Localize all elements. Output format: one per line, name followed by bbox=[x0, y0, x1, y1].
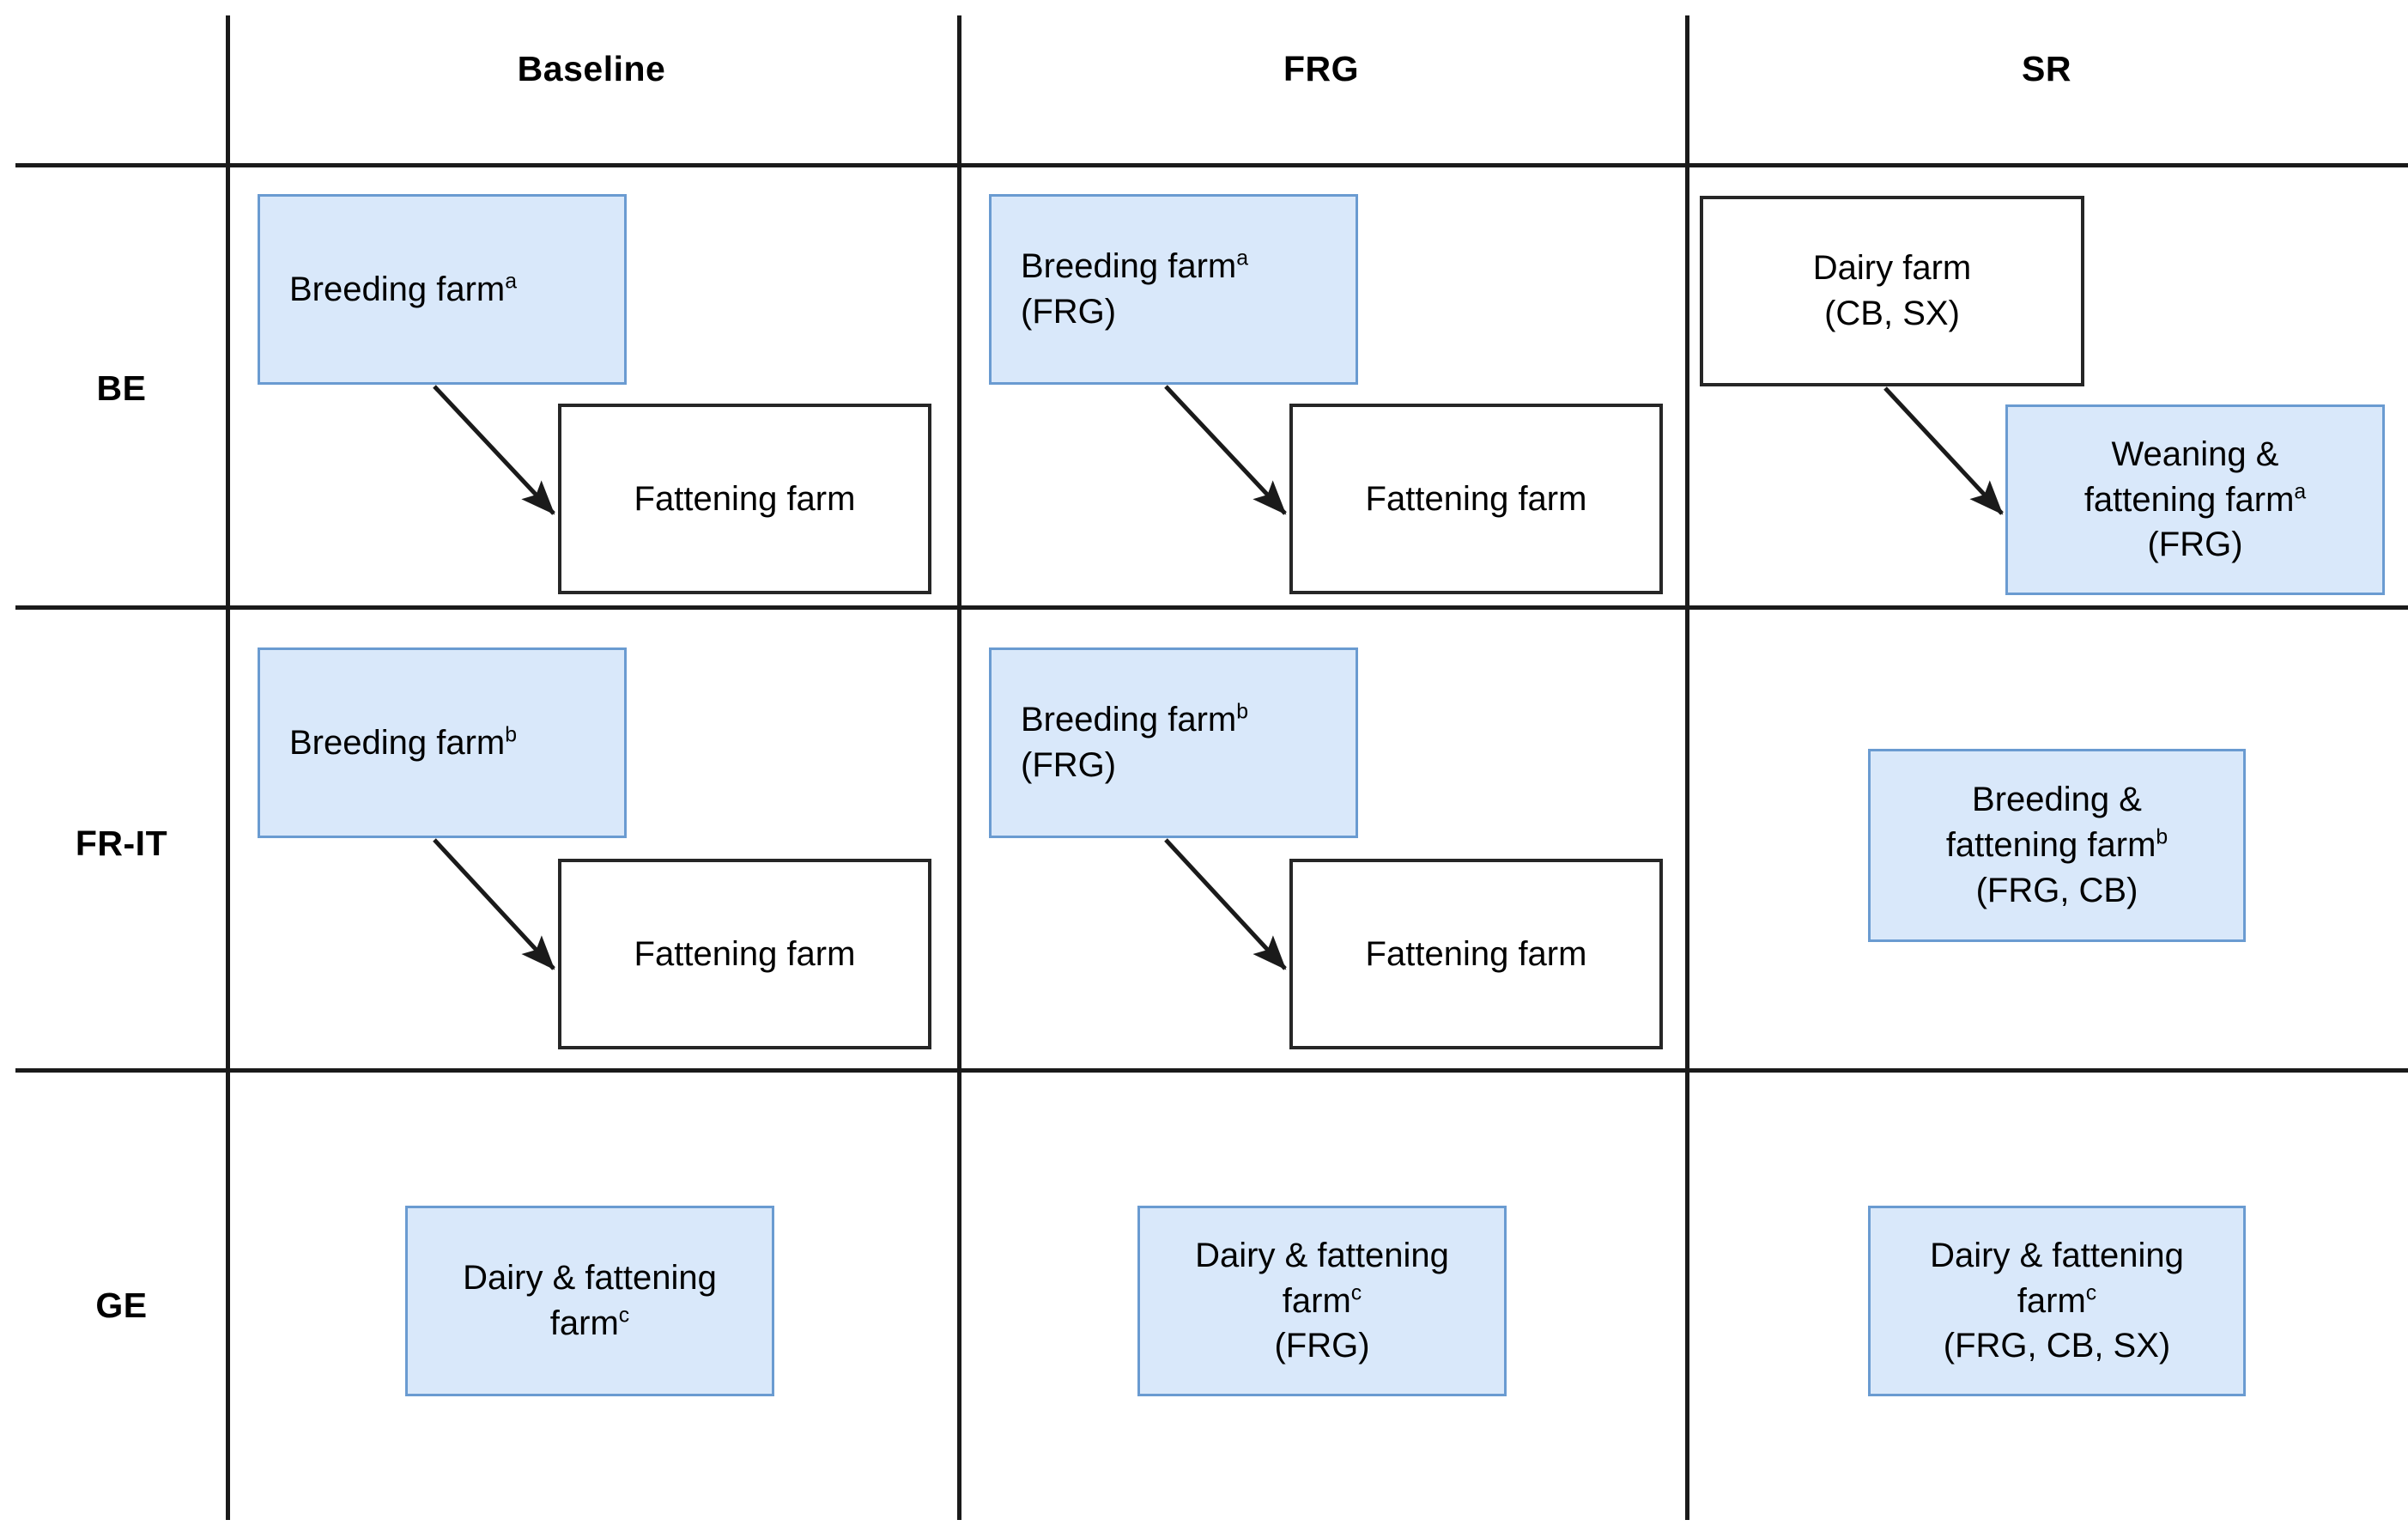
node-label-line: Breeding farm bbox=[1021, 701, 1237, 739]
node-label-line: (FRG) bbox=[1021, 746, 1117, 784]
node-label-line: Breeding farm bbox=[289, 723, 506, 762]
node-label-line: (FRG) bbox=[2147, 526, 2243, 564]
footnote-marker: c bbox=[1350, 1281, 1362, 1305]
grid-vertical-rule-1 bbox=[226, 15, 230, 1520]
node-be-frg-breeding-farm: Breeding farma (FRG) bbox=[989, 194, 1358, 385]
footnote-marker: a bbox=[505, 270, 518, 294]
node-be-baseline-breeding-farm: Breeding farma bbox=[258, 194, 627, 385]
node-label-line: Fattening farm bbox=[1365, 934, 1587, 973]
column-header-frg: FRG bbox=[1283, 49, 1360, 88]
row-header-ge: GE bbox=[95, 1286, 148, 1325]
node-be-baseline-fattening-farm: Fattening farm bbox=[558, 404, 931, 594]
node-label-line: Breeding farm bbox=[289, 270, 506, 308]
grid-vertical-rule-2 bbox=[957, 15, 961, 1520]
node-label-line: Dairy farm bbox=[1812, 249, 1972, 288]
footnote-marker: b bbox=[2156, 825, 2168, 849]
node-label-line: Fattening farm bbox=[1365, 479, 1587, 518]
node-ge-baseline-dairy-fattening-farm: Dairy & fattening farmc bbox=[405, 1206, 774, 1396]
node-label-line: (FRG) bbox=[1021, 293, 1117, 331]
node-label-line: (FRG) bbox=[1274, 1327, 1370, 1365]
footnote-marker: b bbox=[505, 723, 518, 747]
node-be-frg-fattening-farm: Fattening farm bbox=[1289, 404, 1663, 594]
grid-horizontal-rule-header bbox=[15, 163, 2408, 167]
footnote-marker: b bbox=[1236, 700, 1249, 724]
footnote-marker: a bbox=[1236, 246, 1249, 271]
node-label-line: (FRG, CB) bbox=[1975, 871, 2138, 909]
node-label-line: fattening farm bbox=[2083, 480, 2295, 519]
footnote-marker: c bbox=[618, 1304, 630, 1328]
node-label-line: Dairy & fattening bbox=[463, 1259, 717, 1298]
node-label-line: farm bbox=[2017, 1281, 2086, 1320]
node-ge-frg-dairy-fattening-farm: Dairy & fattening farmc (FRG) bbox=[1137, 1206, 1507, 1396]
node-label-line: (FRG, CB, SX) bbox=[1943, 1327, 2171, 1365]
node-frit-sr-breeding-fattening-farm: Breeding & fattening farmb (FRG, CB) bbox=[1868, 749, 2246, 942]
grid-horizontal-rule-frit-ge bbox=[15, 1068, 2408, 1073]
node-label-line: Fattening farm bbox=[634, 934, 856, 973]
node-frit-baseline-breeding-farm: Breeding farmb bbox=[258, 647, 627, 838]
node-frit-frg-breeding-farm: Breeding farmb (FRG) bbox=[989, 647, 1358, 838]
node-ge-sr-dairy-fattening-farm: Dairy & fattening farmc (FRG, CB, SX) bbox=[1868, 1206, 2246, 1396]
node-label-line: Dairy & fattening bbox=[1930, 1236, 2184, 1274]
node-label-line: farm bbox=[1282, 1281, 1351, 1320]
node-label-line: Weaning & bbox=[2111, 435, 2279, 473]
node-label-line: Dairy & fattening bbox=[1195, 1236, 1449, 1274]
row-header-be: BE bbox=[96, 368, 147, 408]
grid-horizontal-rule-be-frit bbox=[15, 605, 2408, 610]
footnote-marker: a bbox=[2294, 480, 2307, 504]
node-label-line: Breeding farm bbox=[1021, 247, 1237, 286]
node-be-sr-weaning-fattening-farm: Weaning & fattening farma (FRG) bbox=[2005, 404, 2385, 595]
node-label-line: Breeding & bbox=[1972, 781, 2142, 819]
node-frit-baseline-fattening-farm: Fattening farm bbox=[558, 859, 931, 1049]
node-label-line: farm bbox=[549, 1304, 619, 1342]
node-frit-frg-fattening-farm: Fattening farm bbox=[1289, 859, 1663, 1049]
node-label-line: (CB, SX) bbox=[1824, 295, 1960, 332]
column-header-baseline: Baseline bbox=[517, 49, 666, 88]
footnote-marker: c bbox=[2085, 1281, 2097, 1305]
node-label-line: fattening farm bbox=[1945, 826, 2156, 865]
column-header-sr: SR bbox=[2022, 49, 2071, 88]
row-header-fr-it: FR-IT bbox=[75, 824, 168, 863]
node-label-line: Fattening farm bbox=[634, 479, 856, 518]
grid-vertical-rule-3 bbox=[1685, 15, 1689, 1520]
node-be-sr-dairy-farm: Dairy farm (CB, SX) bbox=[1700, 196, 2084, 386]
